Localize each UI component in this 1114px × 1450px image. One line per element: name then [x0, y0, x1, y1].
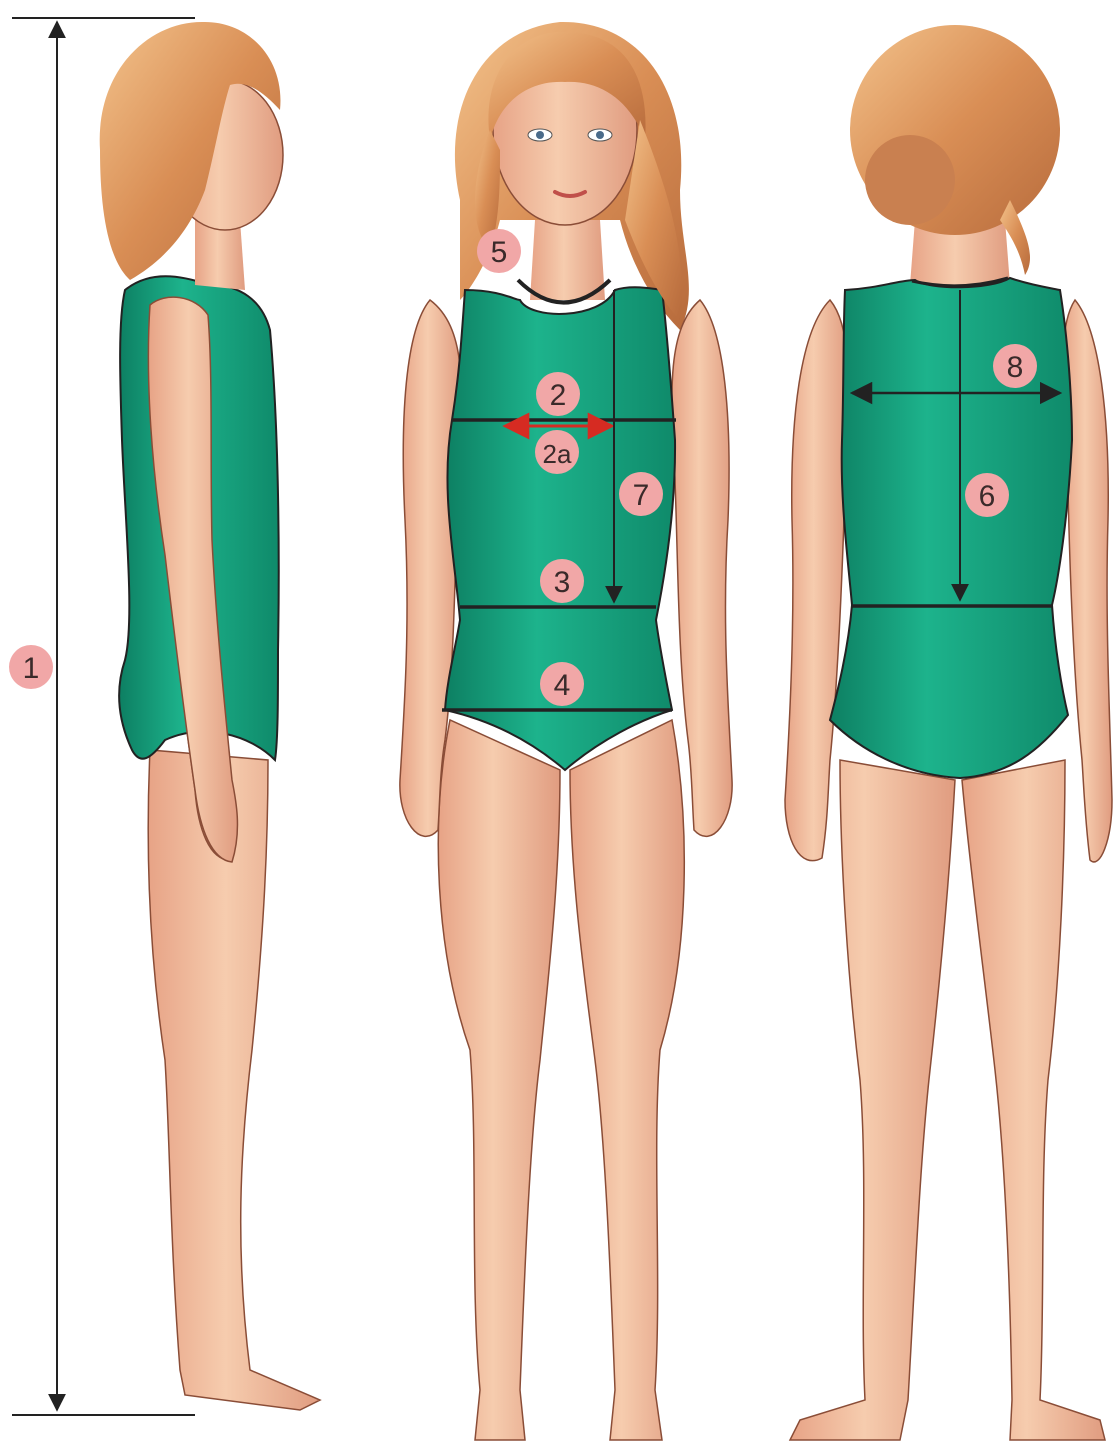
- svg-text:3: 3: [554, 566, 571, 599]
- marker-8: 8: [993, 344, 1037, 388]
- child-figure-front-view-icon: [400, 22, 732, 1440]
- marker-1: 1: [9, 645, 53, 689]
- marker-7: 7: [619, 472, 663, 516]
- svg-text:1: 1: [23, 652, 40, 685]
- svg-text:6: 6: [979, 480, 996, 513]
- marker-4: 4: [540, 662, 584, 706]
- svg-text:2: 2: [550, 379, 567, 412]
- svg-text:7: 7: [633, 479, 650, 512]
- child-figure-side-view-icon: [100, 22, 320, 1410]
- marker-2: 2: [536, 372, 580, 416]
- child-figure-back-view-icon: [785, 25, 1112, 1440]
- marker-6: 6: [965, 473, 1009, 517]
- svg-text:8: 8: [1007, 351, 1024, 384]
- marker-3: 3: [540, 559, 584, 603]
- svg-text:4: 4: [554, 669, 571, 702]
- svg-text:2a: 2a: [543, 439, 572, 469]
- marker-5: 5: [477, 229, 521, 273]
- svg-text:5: 5: [491, 236, 508, 269]
- marker-2a: 2a: [535, 430, 579, 474]
